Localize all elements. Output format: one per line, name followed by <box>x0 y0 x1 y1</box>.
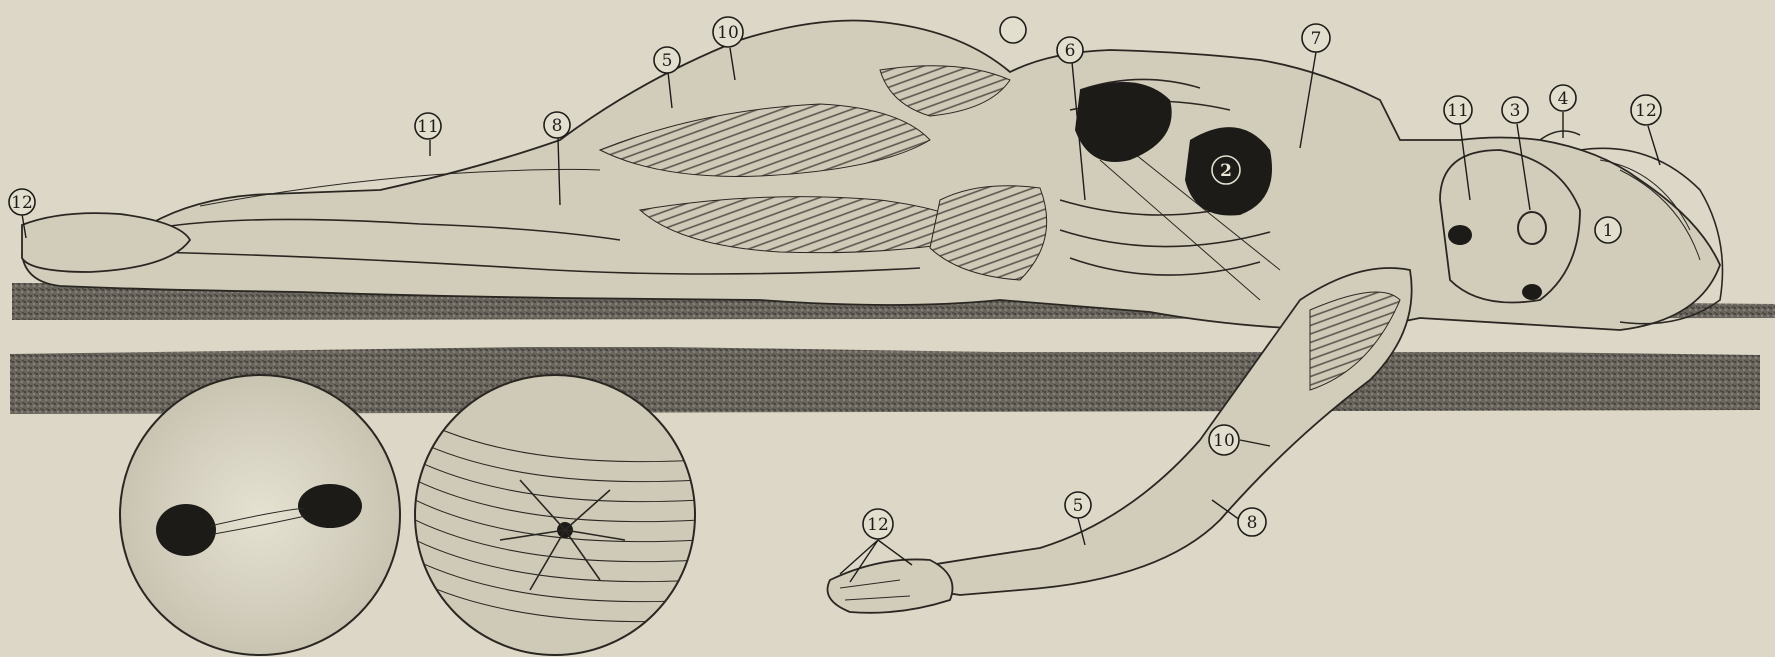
callout-label: 4 <box>1558 89 1569 109</box>
callout-2-heart: 2 <box>1212 156 1240 184</box>
callout-4-ear: 4 <box>1550 85 1576 111</box>
callout-label: 1 <box>1603 221 1614 241</box>
arm <box>828 268 1412 613</box>
callout-label: 10 <box>1213 431 1235 451</box>
callout-label: 12 <box>1635 101 1657 121</box>
callout-11-leg: 11 <box>415 113 441 139</box>
callout-12-foot: 12 <box>9 189 35 215</box>
callout-10-arm: 10 <box>1209 425 1239 455</box>
callout-label: 5 <box>662 51 673 71</box>
callout-10-back: 10 <box>713 17 743 47</box>
callout-7-chest: 7 <box>1302 24 1330 52</box>
microscope-inset-right <box>415 375 700 655</box>
callout-label: 12 <box>867 515 889 535</box>
callout-6-spine: 6 <box>1057 37 1083 63</box>
callout-label: 5 <box>1073 496 1084 516</box>
callout-label: 8 <box>552 116 563 136</box>
callout-unlabeled <box>1000 17 1026 43</box>
callout-label: 7 <box>1311 29 1322 49</box>
callout-5-back: 5 <box>654 47 680 73</box>
callout-8-arm: 8 <box>1238 508 1266 536</box>
callout-label: 11 <box>1447 101 1469 121</box>
callout-label: 10 <box>717 23 739 43</box>
callout-8-leg: 8 <box>544 112 570 138</box>
callout-label: 2 <box>1220 161 1232 181</box>
microscope-inset-left <box>120 375 400 655</box>
callout-12-hand: 12 <box>863 509 893 539</box>
callout-5-arm: 5 <box>1065 492 1091 518</box>
callout-11-neck: 11 <box>1444 96 1472 124</box>
callout-12-hair: 12 <box>1631 95 1661 125</box>
callout-label: 3 <box>1510 101 1521 121</box>
callout-label: 8 <box>1247 513 1258 533</box>
callout-3-eye: 3 <box>1502 97 1528 123</box>
callout-label: 12 <box>11 193 33 213</box>
callout-label: 6 <box>1065 41 1076 61</box>
callout-1-face: 1 <box>1595 217 1621 243</box>
callout-label: 11 <box>417 117 439 137</box>
